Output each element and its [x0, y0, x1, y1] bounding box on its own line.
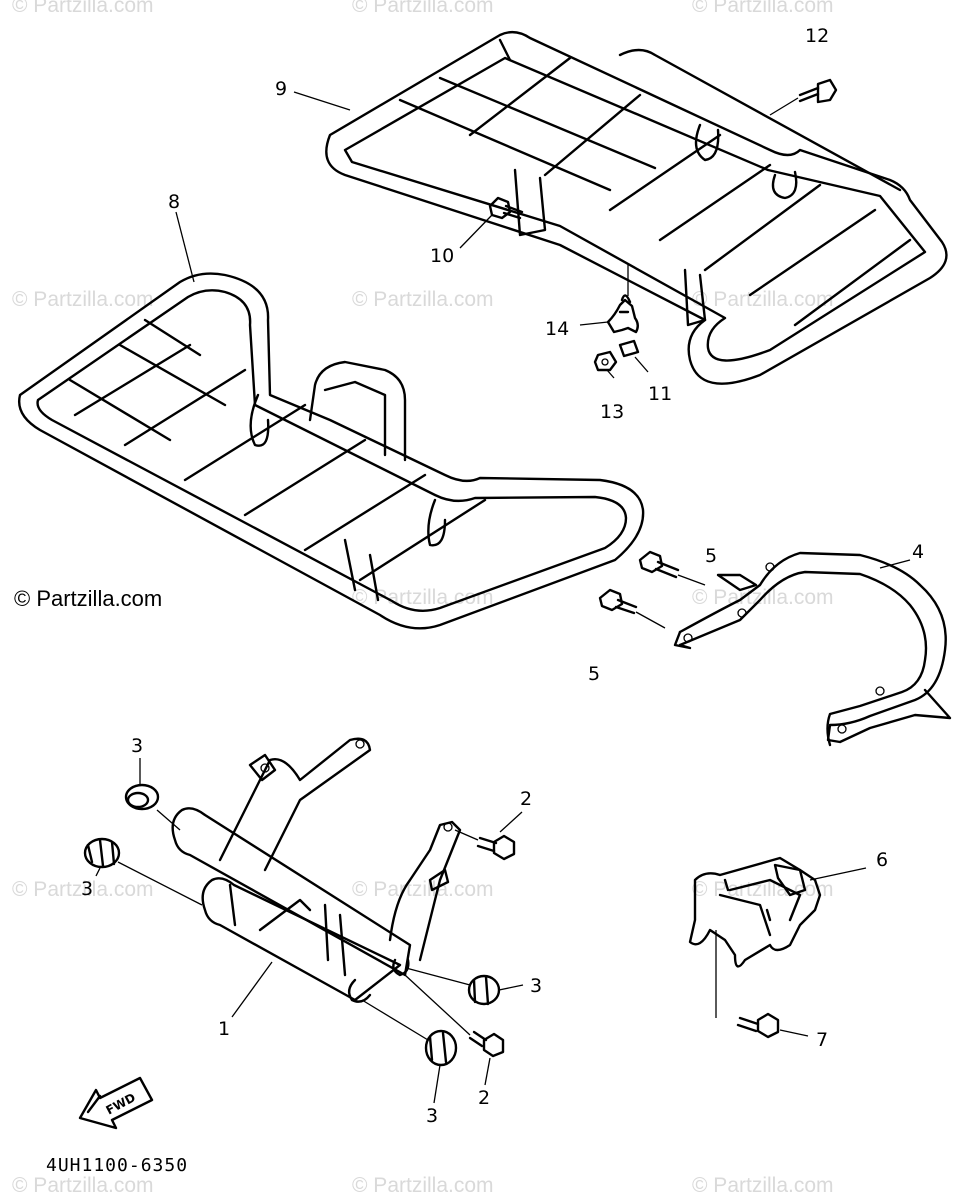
front-carrier-8 [18, 272, 645, 630]
bolt-7 [736, 1012, 809, 1039]
watermark: © Partzilla.com [352, 288, 494, 311]
callout-8: 8 [168, 191, 180, 213]
callout-12: 12 [805, 25, 829, 47]
fwd-arrow: FWD [78, 1076, 154, 1130]
watermark: © Partzilla.com [352, 1174, 494, 1197]
callout-5-lower: 5 [588, 663, 600, 685]
callout-14: 14 [545, 318, 569, 340]
callout-2-upper: 2 [520, 788, 532, 810]
callout-3-right: 3 [530, 975, 542, 997]
callout-numbers: 9 8 12 10 14 11 13 4 5 5 3 2 3 6 3 1 7 2… [81, 25, 924, 1127]
bracket-6 [688, 856, 867, 1018]
watermarks: © Partzilla.com © Partzilla.com © Partzi… [12, 0, 834, 1197]
callout-2-lower: 2 [478, 1087, 490, 1109]
drawing-number: 4UH1100-6350 [46, 1155, 189, 1176]
guard-4 [673, 551, 952, 747]
callout-13: 13 [600, 401, 624, 423]
watermark: © Partzilla.com [352, 878, 494, 901]
callout-4: 4 [912, 541, 924, 563]
leader-lines [95, 91, 911, 1104]
watermark: © Partzilla.com [12, 0, 154, 17]
callout-3-bottom: 3 [426, 1105, 438, 1127]
bolt-12 [769, 78, 838, 116]
watermark: © Partzilla.com [12, 878, 154, 901]
watermark: © Partzilla.com [692, 1174, 834, 1197]
watermark: © Partzilla.com [352, 586, 494, 609]
callout-11: 11 [648, 383, 672, 405]
grommets-3 [83, 783, 501, 1067]
rear-carrier-9 [325, 30, 948, 385]
callout-6: 6 [876, 849, 888, 871]
front-bumper-1 [171, 737, 462, 1003]
callout-5-upper: 5 [705, 545, 717, 567]
bolts-5 [598, 550, 706, 629]
copyright-notice: © Partzilla.com [14, 586, 163, 611]
clip-and-fasteners [593, 265, 640, 372]
callout-3-left: 3 [81, 878, 93, 900]
callout-1: 1 [218, 1018, 230, 1040]
watermark: © Partzilla.com [692, 288, 834, 311]
watermark: © Partzilla.com [12, 1174, 154, 1197]
bolts-2 [404, 829, 516, 1058]
callout-9: 9 [275, 78, 287, 100]
callout-10: 10 [430, 245, 454, 267]
callout-3-upper-left: 3 [131, 735, 143, 757]
watermark: © Partzilla.com [352, 0, 494, 17]
watermark: © Partzilla.com [692, 0, 834, 17]
watermark: © Partzilla.com [12, 288, 154, 311]
callout-7: 7 [816, 1029, 828, 1051]
